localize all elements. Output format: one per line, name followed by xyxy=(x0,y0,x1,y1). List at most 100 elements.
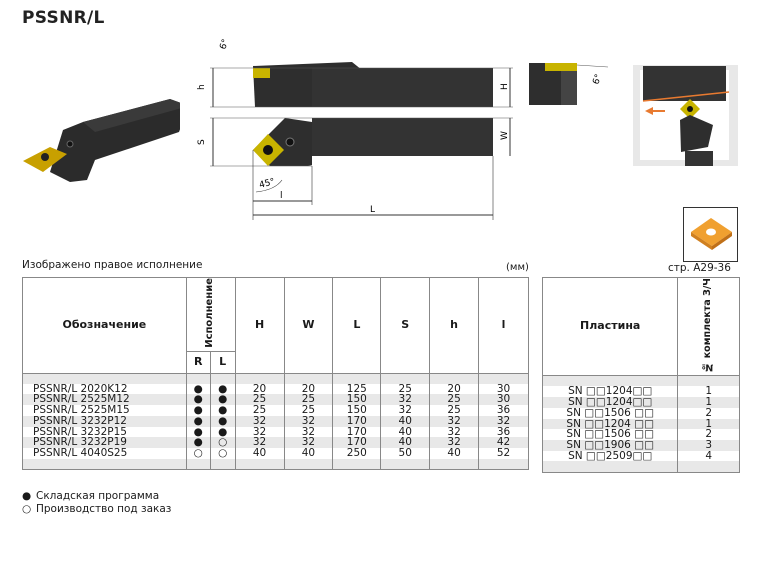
side-view-drawing: 6° xyxy=(529,63,609,105)
cell-l: ● xyxy=(209,383,236,395)
page-title: PSSNR/L xyxy=(22,8,105,28)
cell-insert: SN □□1506 □□ xyxy=(541,408,679,419)
insert-row: SN □□1204 □□1 xyxy=(541,418,740,430)
cell-r: ○ xyxy=(185,448,211,459)
cell-l: 30 xyxy=(478,394,529,406)
angle-45: 45° xyxy=(258,177,276,191)
cell-insert: SN □□1204 □□ xyxy=(541,418,679,430)
units-label: (мм) xyxy=(506,262,529,273)
angle-top: 6° xyxy=(218,38,231,51)
insert-image xyxy=(683,207,738,262)
dim-W: W xyxy=(500,131,510,140)
legend-order-text: Производство под заказ xyxy=(36,503,172,515)
cell-l: 36 xyxy=(478,426,529,438)
insert-row: SN □□1506 □□2 xyxy=(541,429,740,440)
page-reference: стр. A29-36 xyxy=(668,262,731,274)
cell-name: PSSNR/L 2020K12 xyxy=(22,383,187,395)
empty-dot-icon: ○ xyxy=(22,503,32,515)
cell-l: 32 xyxy=(478,416,529,427)
cell-s: 50 xyxy=(380,448,431,459)
cell-lv: 250 xyxy=(332,448,382,459)
cell-r: ● xyxy=(185,383,211,395)
insert-row: SN □□1204□□1 xyxy=(541,386,740,398)
header-execution: Исполнение xyxy=(204,278,216,348)
insert-row: SN □□1506 □□2 xyxy=(541,408,740,419)
cell-l: 52 xyxy=(478,448,529,459)
header-L: L xyxy=(332,277,382,374)
cell-w: 40 xyxy=(283,448,334,459)
dim-S: S xyxy=(197,139,207,145)
dim-H: H xyxy=(500,83,510,90)
cell-l: ○ xyxy=(209,437,236,448)
dim-l: l xyxy=(280,191,283,201)
cell-l: ● xyxy=(209,405,236,416)
spacer-row xyxy=(22,373,529,384)
filled-dot-icon: ● xyxy=(22,490,32,502)
header-kit: № комплекта З/Ч xyxy=(702,278,714,373)
header-h: h xyxy=(429,277,480,374)
legend-order: ○ Производство под заказ xyxy=(22,503,171,515)
cell-r: ● xyxy=(185,405,211,416)
cell-lv: 150 xyxy=(332,394,382,406)
header-W: W xyxy=(283,277,334,374)
cell-insert: SN □□1906 □□ xyxy=(541,440,679,451)
cell-kit: 3 xyxy=(677,440,740,451)
cell-name: PSSNR/L 2525M12 xyxy=(22,394,187,406)
cell-l: 42 xyxy=(478,437,529,448)
cell-kit: 1 xyxy=(677,418,740,430)
cell-l: 30 xyxy=(478,383,529,395)
cell-l: ● xyxy=(209,426,236,438)
header-l-exec: L xyxy=(209,350,236,374)
cell-insert: SN □□1204□□ xyxy=(541,386,679,398)
cell-name: PSSNR/L 3232P15 xyxy=(22,426,187,438)
cell-kit: 1 xyxy=(677,397,740,408)
dimension-drawing: h H 6° S W l L 45° xyxy=(197,38,513,220)
cell-kit: 2 xyxy=(677,429,740,440)
dim-L: L xyxy=(370,205,375,215)
cell-name: PSSNR/L 3232P12 xyxy=(22,416,187,427)
spacer-row xyxy=(22,458,529,470)
cell-kit: 4 xyxy=(677,450,740,462)
dimensions-table: Обозначение Исполнение H W L S h l R L P… xyxy=(22,277,529,470)
legend-stock: ● Складская программа xyxy=(22,490,159,502)
cell-kit: 2 xyxy=(677,408,740,419)
cell-name: PSSNR/L 4040S25 xyxy=(22,448,187,459)
cell-l: ● xyxy=(209,416,236,427)
header-l: l xyxy=(478,277,529,374)
cell-lv: 125 xyxy=(332,383,382,395)
header-r: R xyxy=(185,350,211,374)
header-H: H xyxy=(234,277,285,374)
cell-lv: 170 xyxy=(332,426,382,438)
cell-lv: 170 xyxy=(332,416,382,427)
cell-h: 40 xyxy=(234,448,285,459)
cell-insert: SN □□2509□□ xyxy=(541,450,679,462)
insert-row: SN □□1906 □□3 xyxy=(541,440,740,451)
cell-w: 32 xyxy=(283,416,334,427)
cell-insert: SN □□1204□□ xyxy=(541,397,679,408)
cell-r: ● xyxy=(185,394,211,406)
cell-r: ● xyxy=(185,437,211,448)
insert-row: SN □□2509□□4 xyxy=(541,450,740,462)
cell-h: 40 xyxy=(429,448,480,459)
cell-r: ● xyxy=(185,426,211,438)
cell-h: 32 xyxy=(429,416,480,427)
cell-l: ○ xyxy=(209,448,236,459)
cell-name: PSSNR/L 2525M15 xyxy=(22,405,187,416)
spacer-row xyxy=(541,375,740,387)
cell-lv: 150 xyxy=(332,405,382,416)
header-S: S xyxy=(380,277,431,374)
cell-name: PSSNR/L 3232P19 xyxy=(22,437,187,448)
cell-lv: 170 xyxy=(332,437,382,448)
angle-side: 6° xyxy=(591,73,604,86)
tool-holder-3d-image xyxy=(23,99,180,182)
cell-s: 40 xyxy=(380,416,431,427)
legend-stock-text: Складская программа xyxy=(36,490,160,502)
